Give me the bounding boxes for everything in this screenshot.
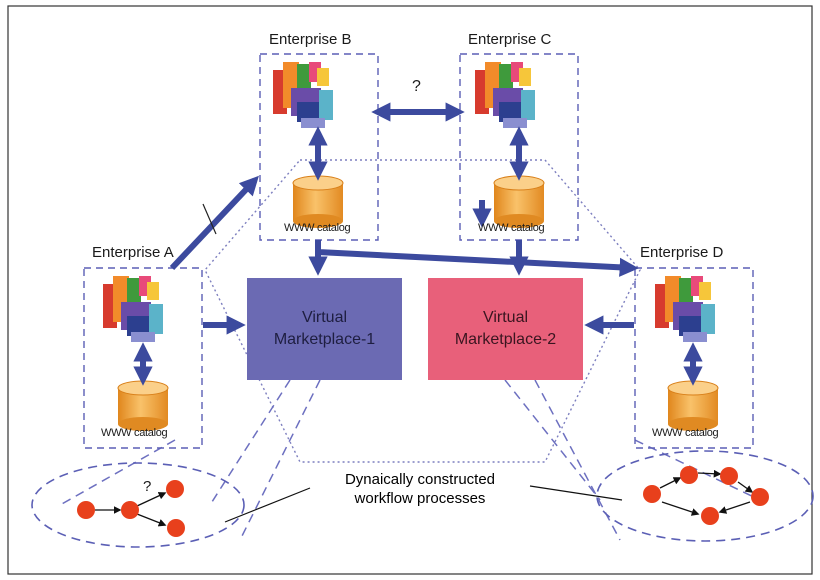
marketplace-2-box <box>428 278 583 380</box>
enterprise-a-computers-icon <box>103 276 163 342</box>
enterprise-d-database-icon <box>667 380 719 431</box>
blocked-mark-icon <box>202 203 217 235</box>
caption-leader-right <box>529 485 623 501</box>
enterprise-d-computers-icon <box>655 276 715 342</box>
enterprise-c-catalog-label: WWW catalog <box>478 222 545 234</box>
enterprise-c-computers-icon <box>475 62 535 128</box>
workflow-caption: Dynaically constructed workflow processe… <box>305 470 535 508</box>
outer-frame <box>7 5 813 575</box>
enterprise-b-label: Enterprise B <box>269 31 352 48</box>
question-mark-b-c: ? <box>412 78 421 95</box>
enterprise-c-label: Enterprise C <box>468 31 552 48</box>
arrow-a-to-b <box>169 175 259 271</box>
workflow-caption-line1: Dynaically constructed <box>344 471 496 488</box>
workflow-ellipse-left <box>31 462 245 548</box>
marketplace-2-line1: Virtual <box>482 309 529 326</box>
enterprise-a-box <box>83 267 203 449</box>
enterprise-c-database-icon <box>493 175 545 228</box>
enterprise-a-catalog-label: WWW catalog <box>101 427 168 439</box>
enterprise-d-label: Enterprise D <box>640 244 724 261</box>
enterprise-d-catalog-label: WWW catalog <box>652 427 719 439</box>
workflow-ellipse-right <box>596 450 814 542</box>
marketplace-2-line2: Marketplace-2 <box>454 331 557 348</box>
arrow-b-to-d <box>315 240 639 277</box>
marketplace-1-line2: Marketplace-1 <box>273 331 376 348</box>
enterprise-a-label: Enterprise A <box>92 244 174 261</box>
workflow-graph-left <box>77 480 185 537</box>
marketplace-1-box <box>247 278 402 380</box>
enterprise-a-database-icon <box>117 380 169 431</box>
enterprise-b-computers-icon <box>273 62 333 128</box>
question-mark-workflow: ? <box>143 478 152 495</box>
enterprise-b-database-icon <box>292 175 344 228</box>
caption-leader-left <box>224 487 311 523</box>
marketplace-1-line1: Virtual <box>301 309 348 326</box>
workflow-graph-right <box>643 466 769 525</box>
enterprise-b-catalog-label: WWW catalog <box>284 222 351 234</box>
enterprise-d-box <box>634 267 754 449</box>
workflow-caption-line2: workflow processes <box>354 490 486 507</box>
network-hexagon <box>204 159 641 463</box>
